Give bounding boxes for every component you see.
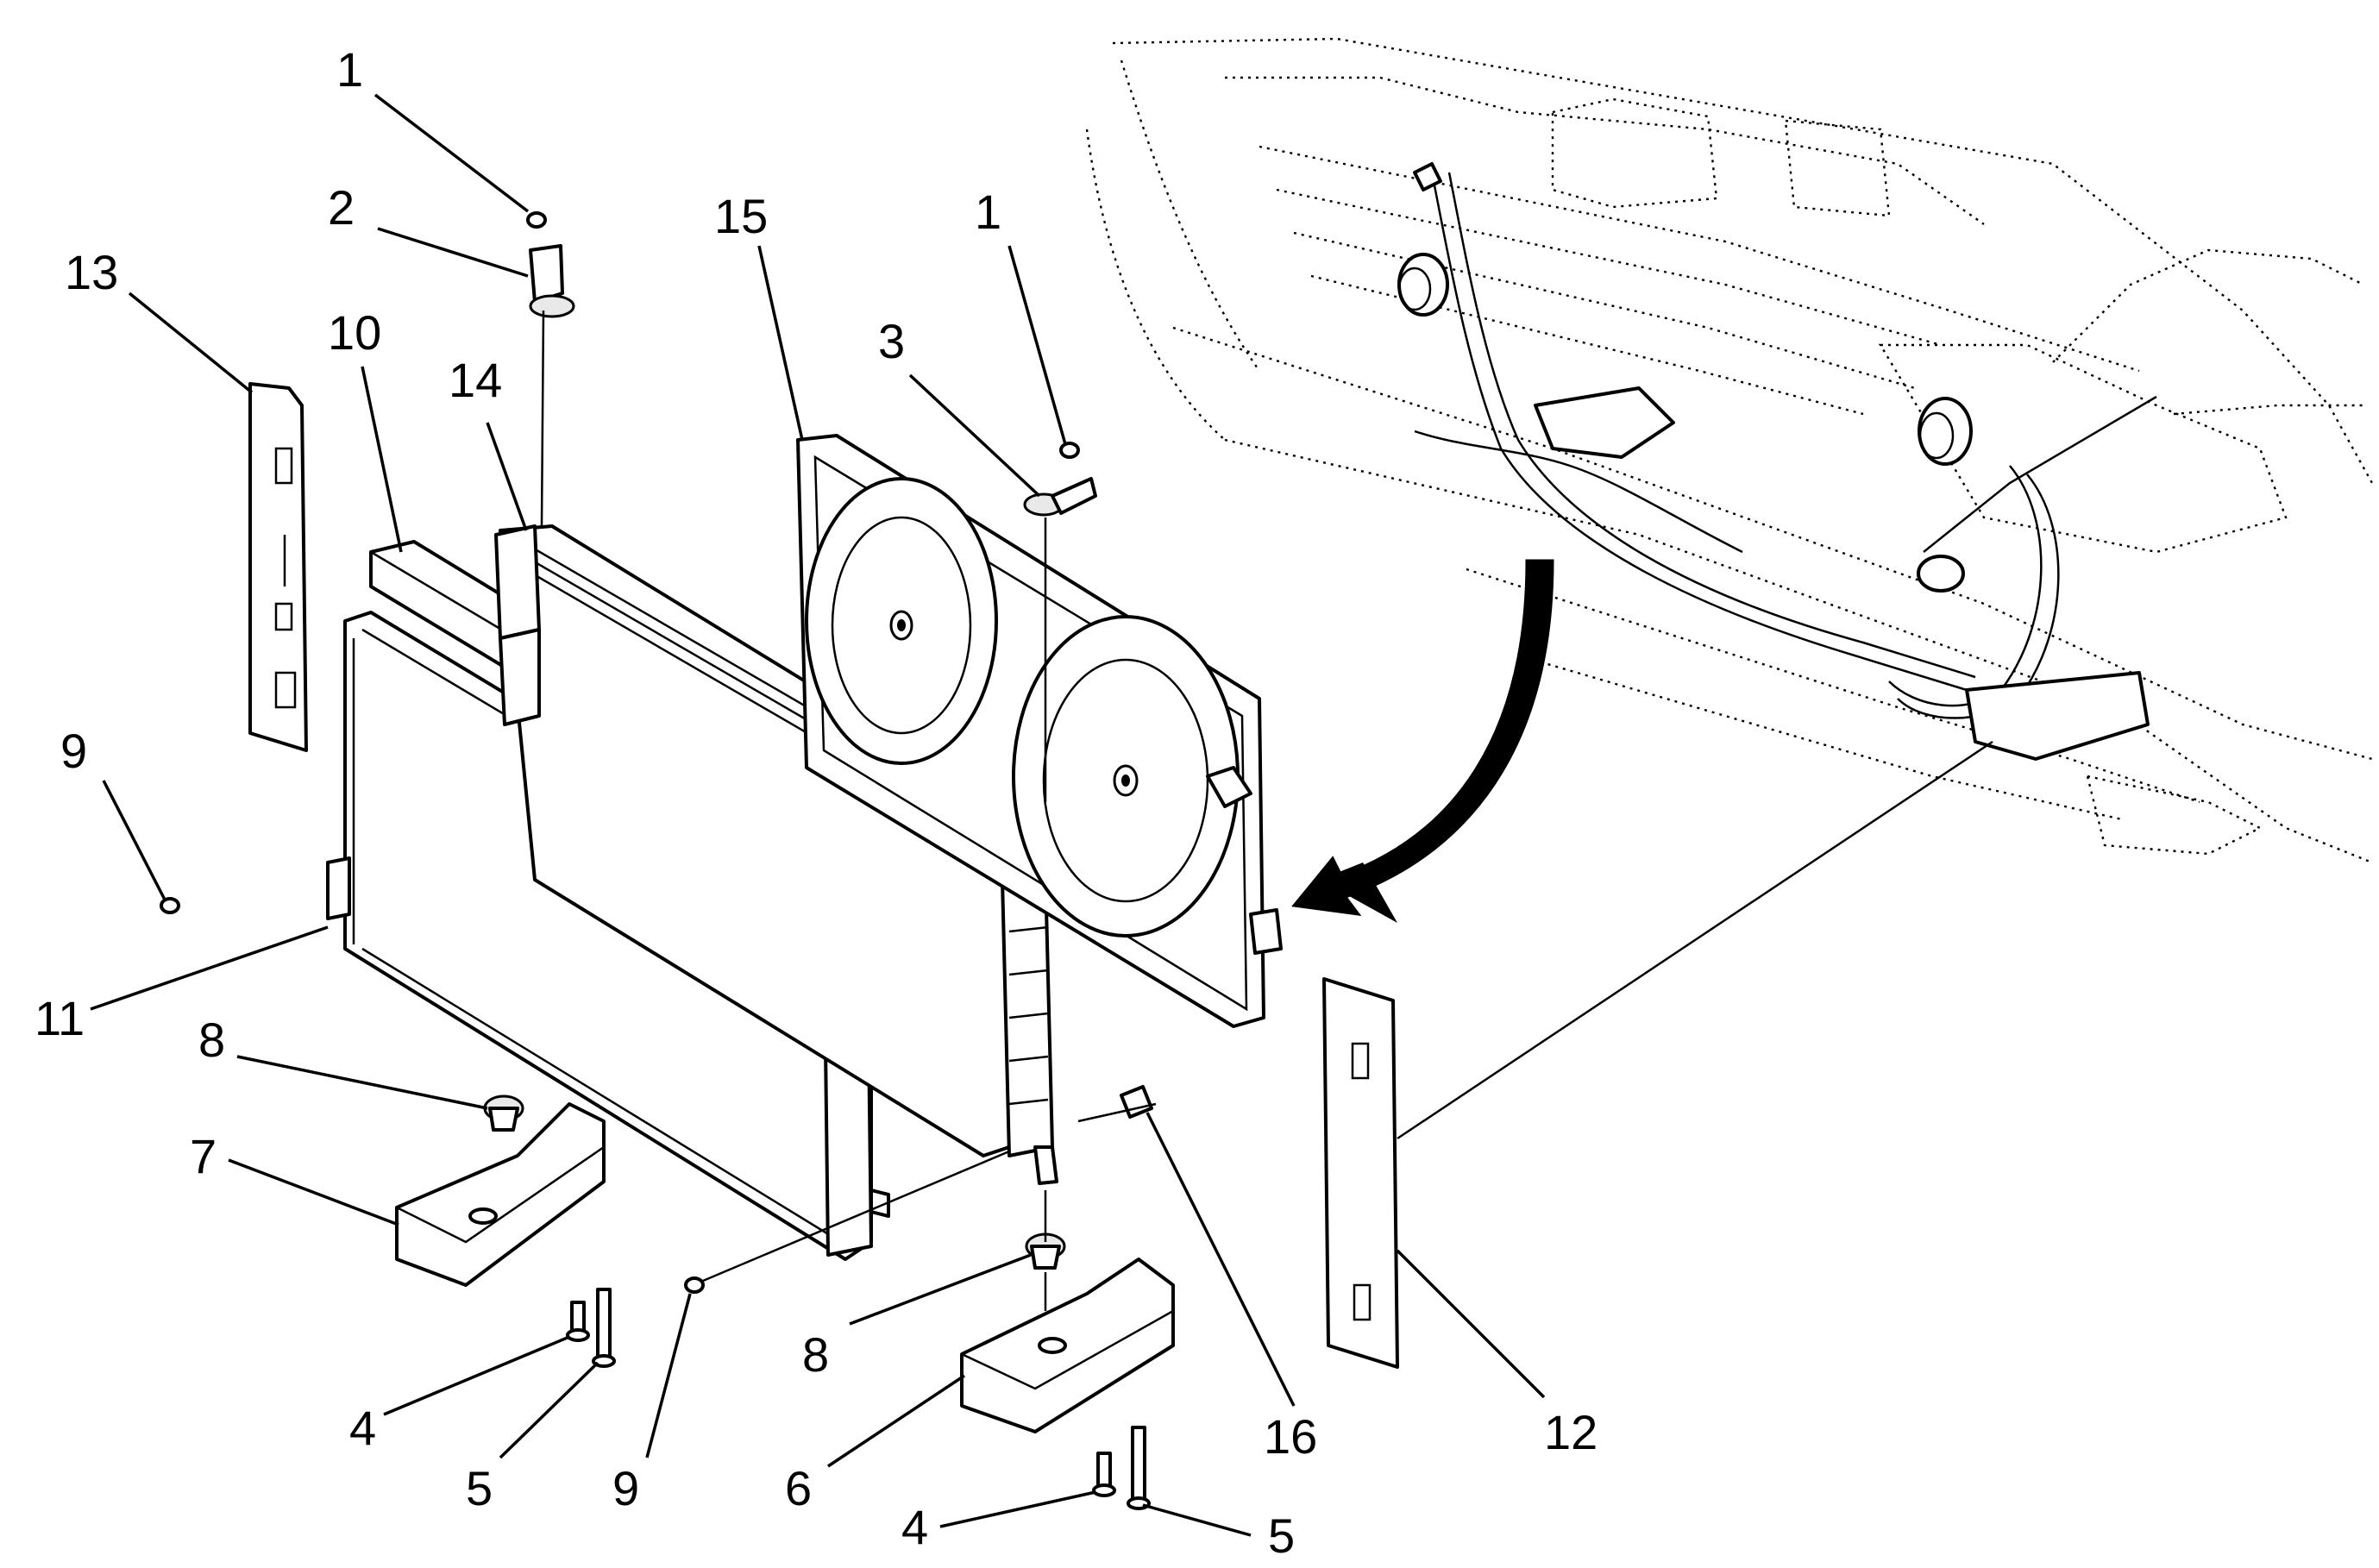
fan-shroud [796, 434, 1283, 1028]
callout-1-top: 1 [336, 42, 363, 97]
lower-bracket-left [395, 1102, 606, 1287]
callout-3: 3 [878, 314, 905, 368]
callout-6: 6 [785, 1461, 812, 1515]
vehicle-front-end [1085, 37, 2374, 864]
callout-1-right: 1 [975, 185, 1001, 239]
callout-2: 2 [328, 180, 355, 235]
hardware [160, 211, 1993, 1510]
callout-9-left: 9 [60, 724, 87, 778]
callout-11: 11 [35, 991, 85, 1045]
callout-9-bottom: 9 [612, 1461, 639, 1515]
callout-12: 12 [1544, 1405, 1598, 1459]
callout-5-right: 5 [1268, 1508, 1295, 1563]
callout-4-left: 4 [349, 1401, 376, 1455]
callout-labels: 1 2 13 10 14 15 3 1 9 11 8 7 4 5 9 8 6 1… [35, 42, 1598, 1563]
air-deflector-right [1322, 977, 1399, 1369]
radiator [494, 524, 1093, 1185]
callout-5-left: 5 [466, 1461, 493, 1515]
callout-4-right: 4 [901, 1500, 928, 1554]
callout-14: 14 [449, 353, 502, 407]
callout-16: 16 [1264, 1409, 1317, 1464]
callout-10: 10 [328, 305, 381, 360]
direction-arrow [1291, 559, 1554, 923]
callout-8-left: 8 [198, 1013, 225, 1067]
callout-7: 7 [190, 1129, 217, 1183]
callout-13: 13 [65, 245, 118, 299]
air-deflector-left [248, 382, 308, 752]
leader-lines [90, 93, 1546, 1537]
callout-8-right: 8 [802, 1327, 829, 1382]
callout-15: 15 [714, 189, 768, 243]
lower-bracket-right [960, 1258, 1175, 1433]
